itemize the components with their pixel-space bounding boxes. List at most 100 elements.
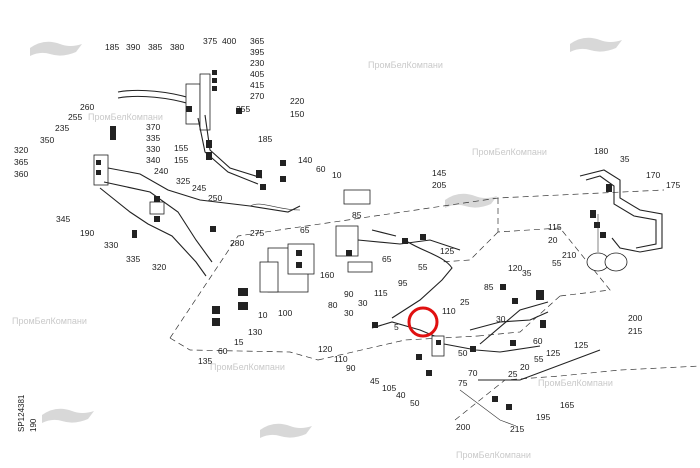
part-label: 10 <box>332 170 342 180</box>
part-label: 260 <box>80 102 94 112</box>
part-label: 50 <box>410 398 420 408</box>
part-label: 350 <box>40 135 54 145</box>
part-label: 185 <box>105 42 119 52</box>
watermark-text: ПромБелКомпани <box>538 378 613 388</box>
part-label: 250 <box>208 193 222 203</box>
part-label: 215 <box>628 326 642 336</box>
watermark-text: ПромБелКомпани <box>88 112 163 122</box>
accumulator-group <box>579 169 663 272</box>
part-label: 120 <box>318 344 332 354</box>
part-label: 135 <box>198 356 212 366</box>
part-label: 365 <box>14 157 28 167</box>
part-label: 175 <box>666 180 680 190</box>
part-label: 40 <box>396 390 406 400</box>
part-label: 235 <box>55 123 69 133</box>
watermark-text: ПромБелКомпани <box>210 362 285 372</box>
part-label: 110 <box>334 354 348 364</box>
drawing-code: SP124381 190 <box>17 394 38 432</box>
part-label: 245 <box>192 183 206 193</box>
part-label: 35 <box>522 268 532 278</box>
highlight-circle <box>407 306 439 338</box>
part-label: 155 <box>174 155 188 165</box>
part-label: 55 <box>552 258 562 268</box>
part-label: 170 <box>646 170 660 180</box>
part-label: 30 <box>496 314 506 324</box>
part-label: 365 <box>250 36 264 46</box>
part-label: 95 <box>398 278 408 288</box>
part-label: 120 <box>508 263 522 273</box>
part-label: 90 <box>346 363 356 373</box>
part-label: 25 <box>508 369 518 379</box>
part-label: 165 <box>560 400 574 410</box>
part-label: 105 <box>382 383 396 393</box>
part-label: 270 <box>250 91 264 101</box>
part-label: 110 <box>442 306 456 316</box>
part-label: 400 <box>222 36 236 46</box>
fittings-lower <box>371 284 601 427</box>
part-label: 55 <box>534 354 544 364</box>
part-label: 85 <box>352 210 362 220</box>
part-label: 60 <box>533 336 543 346</box>
part-label: 75 <box>458 378 468 388</box>
part-label: 200 <box>628 313 642 323</box>
part-label: 190 <box>80 228 94 238</box>
part-label: 320 <box>14 145 28 155</box>
part-label: 5 <box>394 322 399 332</box>
part-labels: 185 390 385 380 375 400 365 395 230 405 … <box>14 36 680 434</box>
part-label: 205 <box>432 180 446 190</box>
part-label: 125 <box>546 348 560 358</box>
part-label: 320 <box>152 262 166 272</box>
part-label: 45 <box>370 376 380 386</box>
part-label: 145 <box>432 168 446 178</box>
part-label: 280 <box>230 238 244 248</box>
part-label: 240 <box>154 166 168 176</box>
part-label: 180 <box>594 146 608 156</box>
part-label: 10 <box>258 310 268 320</box>
part-label: 375 <box>203 36 217 46</box>
part-label: 70 <box>468 368 478 378</box>
part-label: 100 <box>278 308 292 318</box>
part-label: 340 <box>146 155 160 165</box>
part-label: 30 <box>344 308 354 318</box>
part-label: 330 <box>146 144 160 154</box>
part-label: 125 <box>574 340 588 350</box>
part-label: 115 <box>374 288 388 298</box>
part-label: 200 <box>456 422 470 432</box>
drawing-code-text: SP124381 <box>17 394 26 432</box>
part-label: 25 <box>460 297 470 307</box>
valve-assembly-top <box>110 70 263 185</box>
part-label: 415 <box>250 80 264 90</box>
part-label: 60 <box>316 164 326 174</box>
assembly-boundary <box>169 189 700 421</box>
part-label: 370 <box>146 122 160 132</box>
part-label: 380 <box>170 42 184 52</box>
part-label: 150 <box>290 109 304 119</box>
part-label: 215 <box>510 424 524 434</box>
watermark-text: ПромБелКомпани <box>368 60 443 70</box>
part-label: 325 <box>176 176 190 186</box>
part-label: 335 <box>126 254 140 264</box>
drawing-code-suffix: 190 <box>29 418 38 432</box>
part-label: 195 <box>536 412 550 422</box>
part-label: 360 <box>14 169 28 179</box>
part-label: 80 <box>328 300 338 310</box>
part-label: 20 <box>548 235 558 245</box>
part-label: 220 <box>290 96 304 106</box>
part-label: 130 <box>248 327 262 337</box>
part-label: 125 <box>440 246 454 256</box>
part-label: 210 <box>562 250 576 260</box>
part-label: 330 <box>104 240 118 250</box>
part-label: 185 <box>258 134 272 144</box>
part-label: 160 <box>320 270 334 280</box>
part-label: 15 <box>234 337 244 347</box>
manifold-left <box>93 154 301 277</box>
part-label: 60 <box>218 346 228 356</box>
part-label: 155 <box>174 143 188 153</box>
part-label: 395 <box>250 47 264 57</box>
part-label: 355 <box>236 104 250 114</box>
part-label: 140 <box>298 155 312 165</box>
part-label: 335 <box>146 133 160 143</box>
part-label: 65 <box>382 254 392 264</box>
part-label: 90 <box>344 289 354 299</box>
